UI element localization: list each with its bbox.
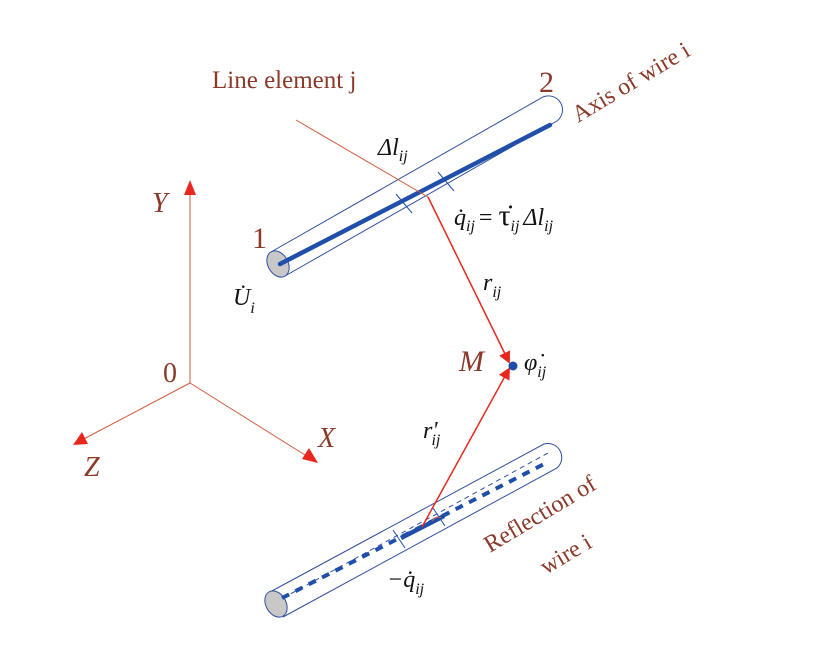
axis-of-wire-label: Axis of wire i <box>568 37 695 128</box>
wire-end-1-label: 1 <box>252 222 267 255</box>
coordinate-axes: Y X Z 0 <box>73 180 336 483</box>
x-axis-arrowhead <box>302 448 318 463</box>
reflection-axis-dashed <box>281 460 549 600</box>
svg-text:Δlij: Δlij <box>377 135 408 165</box>
reflection-tube-outline <box>269 443 563 618</box>
reflection-angle-arc <box>431 516 442 522</box>
x-axis-line <box>189 382 314 461</box>
point-m-dot <box>508 361 518 371</box>
r-ij-label: rij <box>483 270 502 301</box>
x-axis-label: X <box>317 423 336 454</box>
origin-label: 0 <box>163 358 177 389</box>
svg-text:r'ij: r'ij <box>423 418 441 449</box>
wire-i-axis <box>277 122 553 267</box>
line-element-label: Line element j <box>212 67 356 94</box>
wire-i <box>266 95 563 278</box>
z-axis-arrowhead <box>73 432 88 445</box>
neg-q-ij-label: −q̇ij <box>387 567 425 598</box>
u-i-label: U̇i <box>233 285 255 317</box>
reflection-label-line2: wire i <box>536 529 597 580</box>
z-axis-label: Z <box>84 452 100 483</box>
delta-l-ij-label: Δlij <box>377 135 408 165</box>
segment-tick-right <box>437 171 455 192</box>
point-m-label: M <box>458 345 486 378</box>
segment-tick-left <box>395 193 413 214</box>
svg-text:φ̇ij: φ̇ij <box>524 350 547 381</box>
svg-text:U̇i: U̇i <box>233 285 255 317</box>
wire-i-tube-outline <box>270 95 563 277</box>
y-axis-arrowhead <box>184 180 196 195</box>
reflection-tick-left <box>392 529 406 549</box>
z-axis-line <box>77 382 191 443</box>
wire-end-2-label: 2 <box>539 66 554 99</box>
reflection-end-cap <box>264 590 288 618</box>
vector-r-prime-ij <box>421 367 510 528</box>
vector-r-ij <box>427 196 510 364</box>
svg-text:−q̇ij: −q̇ij <box>387 567 425 598</box>
y-axis-label: Y <box>152 188 171 219</box>
phi-ij-label: φ̇ij <box>524 350 547 381</box>
r-prime-ij-label: r'ij <box>423 418 441 449</box>
line-element-pointer <box>295 119 429 198</box>
svg-text:rij: rij <box>483 270 502 301</box>
